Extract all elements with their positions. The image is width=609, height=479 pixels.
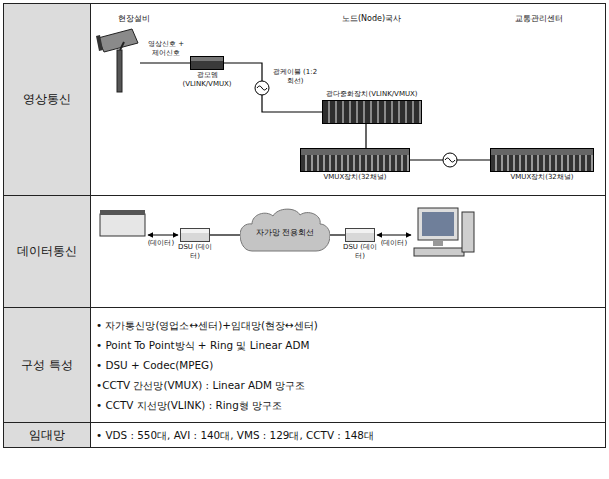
network-cloud: 자가망 전용회선 <box>240 205 330 260</box>
device-caption: 광모뎀 (VLINK/VMUX) <box>176 71 238 89</box>
cell-text: • CCTV 지선망(VLINK) : Ring형 망구조 <box>96 395 604 415</box>
signal-wire <box>140 62 190 63</box>
site-label: 교통관리센터 <box>515 14 563 24</box>
signal-label: 영상신호 + 제어신호 <box>145 40 187 58</box>
data-arrow <box>377 235 411 236</box>
dsu-device: DSU (데이터) <box>345 228 375 242</box>
device-caption: VMUX장치(32채널) <box>323 173 386 182</box>
modem-circle <box>255 81 269 95</box>
table-border <box>4 4 606 448</box>
data-label: (데이터) <box>377 239 411 248</box>
monitor <box>418 208 458 240</box>
cell-text: 자가망 전용회선 <box>256 228 315 238</box>
cell-text: • 자가통신망(영업소↔센터)+임대망(현장↔센터) <box>96 315 604 335</box>
device-caption: DSU (데이터) <box>175 243 215 261</box>
monitor-screen <box>422 212 454 236</box>
table-rule <box>90 4 91 448</box>
dsu-device: DSU (데이터) <box>180 228 210 242</box>
row-header: 영상통신 <box>4 4 90 195</box>
data-arrow <box>148 235 178 236</box>
pc-tower <box>462 212 474 252</box>
modem-circle <box>443 153 457 167</box>
site-label: 노드(Node)국사 <box>342 14 401 24</box>
vmux-unit: VMUX장치(32채널) <box>490 148 594 172</box>
table-rule <box>4 307 606 308</box>
modem-symbol <box>255 81 269 95</box>
cell-text: • Point To Point방식 + Ring 및 Linear ADM <box>96 335 604 355</box>
device-caption: DSU (데이터) <box>340 243 380 261</box>
controller-device <box>100 210 145 236</box>
computer <box>414 208 474 256</box>
vmux-unit: VMUX장치(32채널) <box>300 148 410 172</box>
data-label: (데이터) <box>144 239 178 248</box>
device-caption: 광다중화장치(VLINK/VMUX) <box>326 90 417 99</box>
optical-modem: 광모뎀 (VLINK/VMUX) <box>190 56 224 70</box>
bullet-list: • VDS : 550대, AVI : 140대, VMS : 129대, CC… <box>92 423 604 447</box>
modem-symbol <box>443 153 457 167</box>
cell-text: • DSU + Codec(MPEG) <box>96 355 604 375</box>
cable-label: 광케이블 (1:2회선) <box>272 68 318 86</box>
device-caption: VMUX장치(32채널) <box>510 173 573 182</box>
multiplexer-rack: 광다중화장치(VLINK/VMUX) <box>322 100 422 124</box>
cctv-camera <box>96 29 138 92</box>
table-rule <box>4 195 606 196</box>
modem-wave <box>257 86 267 90</box>
connector-line <box>365 124 366 148</box>
controller-body <box>100 214 145 236</box>
table-grid <box>4 4 606 448</box>
site-label: 현장설비 <box>118 14 150 24</box>
cell-text: •CCTV 간선망(VMUX) : Linear ADM 망구조 <box>96 375 604 395</box>
modem-wave <box>445 158 455 162</box>
row-header: 임대망 <box>4 423 90 447</box>
row-heading: 구성 특성 <box>21 357 73 374</box>
monitor-stand <box>433 240 443 246</box>
cell-text: • VDS : 550대, AVI : 140대, VMS : 129대, CC… <box>96 423 604 447</box>
row-heading: 임대망 <box>29 427 65 444</box>
camera-lens <box>96 35 103 51</box>
camera-pole <box>117 50 122 92</box>
row-header: 구성 특성 <box>4 308 90 422</box>
table-rule <box>4 422 606 423</box>
cloud-outline <box>240 209 330 251</box>
connector-line <box>224 63 322 112</box>
row-header: 데이터통신 <box>4 196 90 307</box>
bullet-list: • 자가통신망(영업소↔센터)+임대망(현장↔센터)• Point To Poi… <box>92 309 604 421</box>
keyboard <box>414 248 464 256</box>
camera-housing <box>98 29 138 52</box>
connector-line <box>330 234 345 235</box>
connector-line <box>210 234 240 235</box>
row-heading: 영상통신 <box>23 91 71 108</box>
controller-top <box>100 210 145 215</box>
row-heading: 데이터통신 <box>17 243 77 260</box>
camera-bracket <box>120 42 124 50</box>
